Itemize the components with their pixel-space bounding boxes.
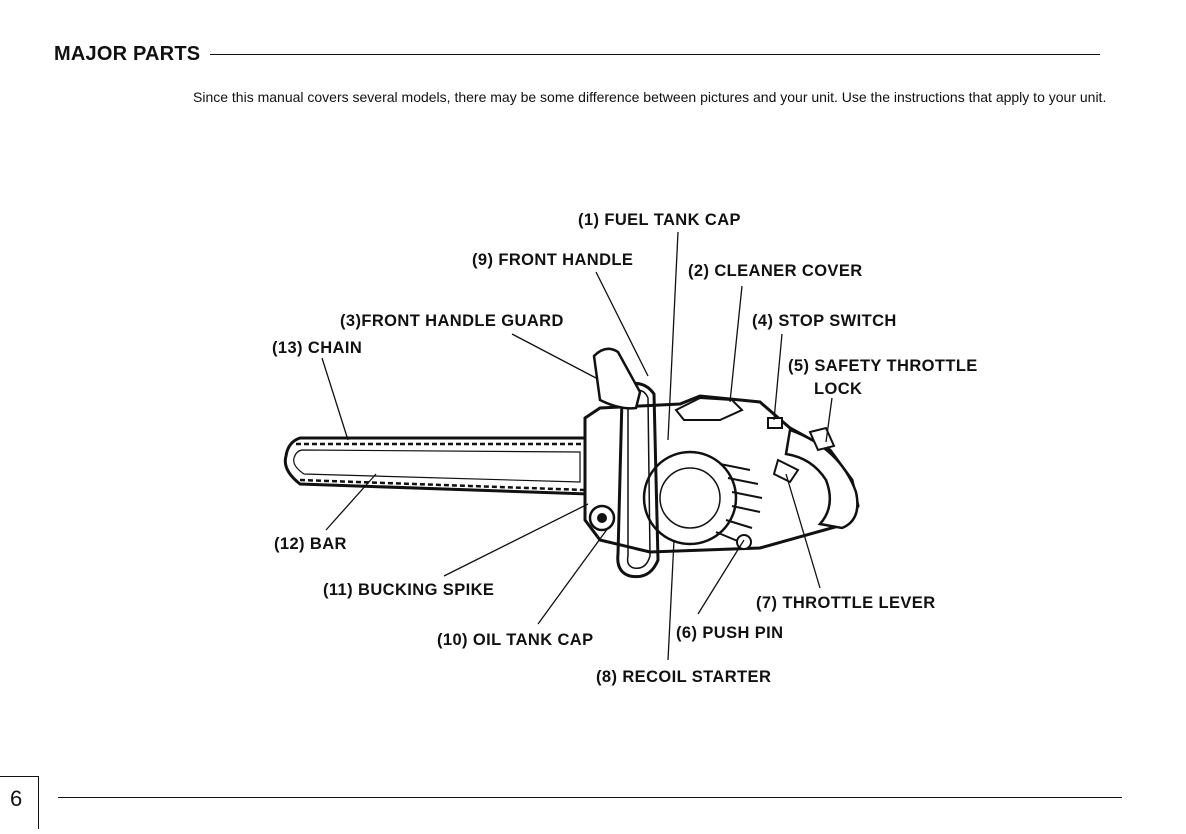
label-fuel-tank-cap: (1) FUEL TANK CAP xyxy=(578,211,741,229)
intro-paragraph: Since this manual covers several models,… xyxy=(193,89,1107,105)
leader-push-pin xyxy=(697,539,745,615)
label-chain: (13) CHAIN xyxy=(272,339,362,357)
leader-cleaner-cover xyxy=(729,285,743,403)
label-safety-throttle-lock-line2: LOCK xyxy=(814,380,862,398)
leader-front-handle-guard xyxy=(511,333,597,379)
leader-oil-tank-cap xyxy=(537,527,609,625)
guide-bar-shape xyxy=(283,436,590,496)
leader-recoil-starter xyxy=(667,539,675,661)
label-recoil-starter: (8) RECOIL STARTER xyxy=(596,668,771,686)
leader-safety-throttle-lock xyxy=(825,397,833,443)
label-front-handle-guard: (3)FRONT HANDLE GUARD xyxy=(340,312,564,330)
label-cleaner-cover: (2) CLEANER COVER xyxy=(688,262,863,280)
footer-rule xyxy=(58,797,1122,798)
page-number: 6 xyxy=(10,786,23,811)
leader-bucking-spike xyxy=(443,503,589,577)
label-push-pin: (6) PUSH PIN xyxy=(676,624,783,642)
page-number-bracket xyxy=(0,776,39,829)
label-stop-switch: (4) STOP SWITCH xyxy=(752,312,897,330)
label-throttle-lever: (7) THROTTLE LEVER xyxy=(756,594,936,612)
label-bucking-spike: (11) BUCKING SPIKE xyxy=(323,581,494,599)
leader-front-handle xyxy=(595,271,649,377)
leader-bar xyxy=(325,473,377,531)
section-title: MAJOR PARTS xyxy=(54,43,201,65)
chainsaw-illustration xyxy=(283,347,860,579)
front-handle-guard-shape xyxy=(592,347,642,410)
leader-chain xyxy=(321,357,349,441)
front-handle-shape xyxy=(606,382,660,579)
label-safety-throttle-lock: (5) SAFETY THROTTLE xyxy=(788,357,978,375)
label-bar: (12) BAR xyxy=(274,535,347,553)
title-rule xyxy=(210,54,1100,55)
leader-stop-switch xyxy=(773,333,783,421)
leader-throttle-lever xyxy=(785,473,821,589)
leader-fuel-tank-cap xyxy=(667,231,679,441)
label-front-handle: (9) FRONT HANDLE xyxy=(472,251,633,269)
label-oil-tank-cap: (10) OIL TANK CAP xyxy=(437,631,594,649)
engine-body-shape xyxy=(583,394,860,554)
